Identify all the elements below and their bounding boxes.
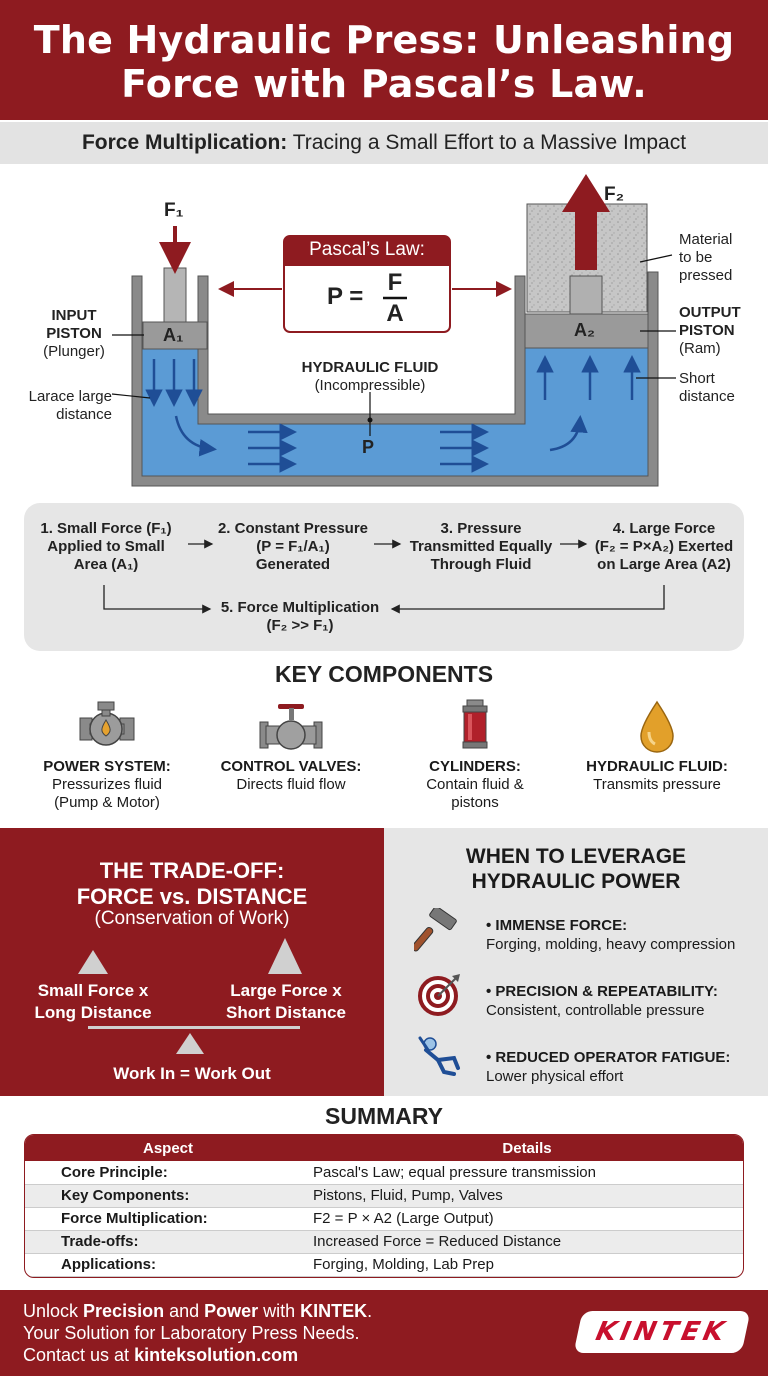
footer-text: Unlock Precision and Power with KINTEK. … bbox=[23, 1301, 373, 1365]
oil-drop-icon bbox=[640, 700, 674, 753]
step-5: 5. Force Multiplication (F₂ >> F₁) bbox=[220, 599, 380, 634]
input-piston-rod bbox=[163, 267, 187, 323]
step-4: 4. Large Force (F₂ = P×A₂) Exerted on La… bbox=[594, 520, 734, 573]
input-distance-label: Larace large distance bbox=[28, 388, 112, 423]
leverage-item-precision: • PRECISION & REPEATABILITY: Consistent,… bbox=[486, 983, 718, 1019]
leverage-item-immense-force: • IMMENSE FORCE: Forging, molding, heavy… bbox=[486, 917, 736, 953]
summary-title: SUMMARY bbox=[325, 1103, 443, 1129]
footer: Unlock Precision and Power with KINTEK. … bbox=[0, 1290, 768, 1376]
page-title: The Hydraulic Press: Unleashing Force wi… bbox=[0, 0, 768, 106]
column-header-details: Details bbox=[311, 1135, 743, 1161]
kintek-logo: KINTEK bbox=[573, 1311, 751, 1353]
table-row: Core Principle: Pascal's Law; equal pres… bbox=[25, 1161, 743, 1185]
relaxed-person-icon bbox=[418, 1036, 460, 1076]
fluid-label: HYDRAULIC FLUID (Incompressible) bbox=[301, 359, 439, 394]
hydraulic-press-diagram: F₁ F₂ A₁ A₂ P Pascal’s Law: P = F A INPU… bbox=[0, 164, 768, 500]
table-header-row: Aspect Details bbox=[25, 1135, 743, 1161]
input-down-arrows bbox=[145, 359, 217, 457]
pressure-label: P bbox=[362, 437, 375, 457]
tradeoff-subtitle: (Conservation of Work) bbox=[94, 908, 290, 929]
input-distance-leader bbox=[111, 393, 151, 399]
component-control-valves: CONTROL VALVES: Directs fluid flow bbox=[196, 698, 386, 794]
tradeoff-right: Large Force x Short Distance bbox=[226, 981, 346, 1022]
target-icon bbox=[418, 974, 460, 1016]
a2-label: A₂ bbox=[574, 320, 595, 340]
website-link[interactable]: kinteksolution.com bbox=[134, 1345, 299, 1365]
column-header-aspect: Aspect bbox=[25, 1135, 311, 1161]
leverage-panel: WHEN TO LEVERAGE HYDRAULIC POWER • IMMEN… bbox=[384, 828, 768, 1096]
f2-arrow bbox=[562, 174, 610, 270]
table-row: Trade-offs: Increased Force = Reduced Di… bbox=[25, 1230, 743, 1254]
steps-connectors bbox=[103, 539, 665, 614]
step-3: 3. Pressure Transmitted Equally Through … bbox=[409, 520, 553, 573]
output-piston-label: OUTPUT PISTON (Ram) bbox=[679, 304, 741, 357]
tradeoff-panel: THE TRADE-OFF: FORCE vs. DISTANCE (Conse… bbox=[0, 828, 384, 1096]
step-2: 2. Constant Pressure (P = F₁/A₁) Generat… bbox=[217, 520, 369, 573]
f1-label: F₁ bbox=[164, 200, 184, 221]
input-piston-label: INPUT PISTON (Plunger) bbox=[43, 307, 105, 360]
formula-denominator: A bbox=[386, 300, 404, 327]
key-components-title: KEY COMPONENTS bbox=[274, 661, 494, 687]
title-line-2: Force with Pascal’s Law. bbox=[121, 62, 647, 106]
material-label: Material to be pressed bbox=[679, 231, 733, 284]
output-distance-label: Short distance bbox=[679, 370, 735, 405]
component-hydraulic-fluid: HYDRAULIC FLUID: Transmits pressure bbox=[562, 698, 752, 794]
formula-numerator: F bbox=[387, 269, 403, 296]
cylinder-icon bbox=[462, 699, 488, 749]
component-cylinders: CYLINDERS: Contain fluid & pistons bbox=[380, 698, 570, 812]
table-row: Force Multiplication: F2 = P × A2 (Large… bbox=[25, 1207, 743, 1231]
hammer-icon bbox=[414, 908, 457, 952]
tradeoff-title: THE TRADE-OFF: FORCE vs. DISTANCE bbox=[76, 858, 308, 909]
leverage-item-reduced-fatigue: • REDUCED OPERATOR FATIGUE: Lower physic… bbox=[486, 1049, 731, 1085]
f2-label: F₂ bbox=[604, 184, 625, 205]
process-steps-panel: 1. Small Force (F₁) Applied to Small Are… bbox=[24, 503, 744, 651]
press-illustration bbox=[111, 174, 676, 487]
pascal-law-title: Pascal’s Law: bbox=[309, 239, 425, 260]
subtitle-bar: Force Multiplication: Tracing a Small Ef… bbox=[0, 122, 768, 164]
component-power-system: POWER SYSTEM: Pressurizes fluid (Pump & … bbox=[12, 698, 202, 812]
subtitle-rest: Tracing a Small Effort to a Massive Impa… bbox=[287, 131, 687, 154]
a1-label: A₁ bbox=[163, 325, 184, 345]
table-row: Key Components: Pistons, Fluid, Pump, Va… bbox=[25, 1184, 743, 1208]
pump-icon bbox=[79, 701, 135, 746]
tradeoff-left: Small Force x Long Distance bbox=[34, 981, 152, 1022]
flow-arrows bbox=[248, 423, 489, 473]
subtitle-bold: Force Multiplication: bbox=[81, 131, 288, 154]
table-row: Applications: Forging, Molding, Lab Prep bbox=[25, 1253, 743, 1277]
valve-icon bbox=[259, 704, 323, 750]
work-balance-label: Work In = Work Out bbox=[113, 1064, 271, 1083]
leverage-title: WHEN TO LEVERAGE HYDRAULIC POWER bbox=[465, 845, 687, 893]
output-piston bbox=[524, 313, 649, 349]
output-piston-rod bbox=[569, 275, 603, 317]
container-wall bbox=[131, 271, 659, 487]
balance-scale bbox=[78, 938, 302, 1054]
input-piston bbox=[142, 321, 208, 350]
summary-table: Aspect Details Core Principle: Pascal's … bbox=[24, 1134, 744, 1278]
material-leader bbox=[639, 254, 673, 263]
step-1: 1. Small Force (F₁) Applied to Small Are… bbox=[40, 520, 172, 573]
title-line-1: The Hydraulic Press: Unleashing bbox=[33, 18, 735, 62]
header-banner: The Hydraulic Press: Unleashing Force wi… bbox=[0, 0, 768, 120]
output-up-arrows bbox=[536, 355, 641, 452]
formula-lhs: P = bbox=[327, 283, 364, 310]
